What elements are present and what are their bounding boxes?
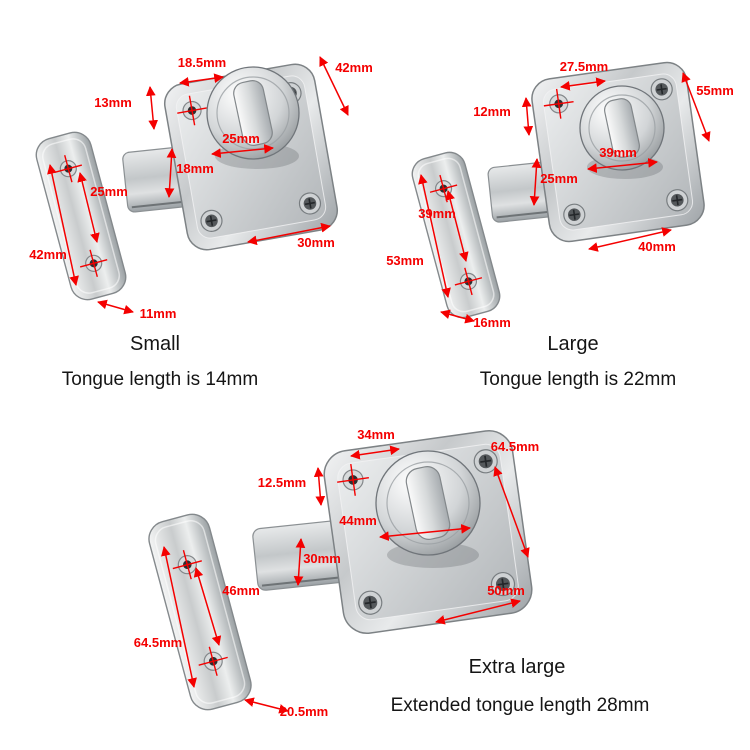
- dim-body-width: 50mm: [487, 583, 525, 598]
- phillips-screw: [666, 189, 689, 212]
- dim-arrow-screw-span: [560, 77, 606, 91]
- dim-arrow-tongue-width: [529, 158, 542, 206]
- note-extra-large: Extended tongue length 28mm: [390, 695, 650, 716]
- dim-plate-width: 16mm: [473, 315, 511, 330]
- dim-body-width: 30mm: [297, 235, 335, 250]
- dim-arrow-plate-length: [418, 174, 451, 298]
- dim-arrow-screw-span: [350, 445, 400, 460]
- strike-plate: [35, 131, 127, 301]
- dim-screw-offset: 12.5mm: [258, 475, 306, 490]
- thumb-turn-knob: [375, 450, 481, 568]
- dim-screw-span: 18.5mm: [178, 55, 226, 70]
- dim-arrow-screw-span: [179, 73, 224, 87]
- note-large: Tongue length is 22mm: [479, 369, 677, 390]
- dim-knob-width: 39mm: [599, 145, 637, 160]
- figure-extra-large: 34mm 64.5mm 12.5mm 44mm 30mm 46mm 50mm 6…: [134, 427, 539, 719]
- dim-arrow-body-height: [319, 56, 349, 116]
- phillips-screw: [298, 192, 322, 215]
- dim-arrow-body-width: [247, 222, 331, 246]
- screw-hole-datum: [177, 95, 207, 126]
- phillips-screw: [473, 449, 498, 474]
- dim-arrow-knob-width: [587, 158, 658, 173]
- dim-plate-length: 64.5mm: [134, 635, 182, 650]
- dim-arrow-plate-width: [244, 697, 289, 714]
- dim-plate-hole-span: 39mm: [418, 206, 456, 221]
- dim-arrow-plate-hole-span: [445, 190, 469, 262]
- strike-plate: [148, 513, 252, 711]
- dim-tongue-width: 30mm: [303, 551, 341, 566]
- dim-arrow-body-width: [435, 598, 521, 625]
- dim-arrow-body-height: [493, 466, 530, 558]
- dim-body-width: 40mm: [638, 239, 676, 254]
- plate-hole-bottom: [79, 249, 108, 278]
- dim-body-height: 42mm: [335, 60, 373, 75]
- dim-tongue-width: 18mm: [176, 161, 214, 176]
- dim-arrow-plate-length: [47, 164, 79, 286]
- plate-hole-bottom: [454, 267, 483, 296]
- dim-screw-span: 34mm: [357, 427, 395, 442]
- dim-knob-width: 44mm: [339, 513, 377, 528]
- dim-arrow-screw-offset: [145, 86, 159, 130]
- figure-large: 27.5mm 55mm 12mm 39mm 25mm 39mm 40mm 53m…: [386, 59, 734, 330]
- dim-arrow-plate-width: [440, 309, 475, 324]
- dimensions-large: 27.5mm 55mm 12mm 39mm 25mm 39mm 40mm 53m…: [386, 59, 734, 330]
- caption-large: Large: [547, 333, 599, 355]
- dim-plate-hole-span: 46mm: [222, 583, 260, 598]
- dim-screw-offset: 13mm: [94, 95, 132, 110]
- dim-plate-hole-span: 25mm: [90, 184, 128, 199]
- dim-arrow-body-width: [588, 227, 672, 252]
- caption-extra-large: Extra large: [468, 656, 566, 678]
- dim-knob-width: 25mm: [222, 131, 260, 146]
- dim-arrow-screw-offset: [521, 97, 534, 136]
- figure-small: 18.5mm 42mm 13mm 25mm 18mm 25mm 30mm 42m…: [29, 55, 373, 321]
- dimensions-extra-large: 34mm 64.5mm 12.5mm 44mm 30mm 46mm 50mm 6…: [134, 427, 539, 719]
- dim-arrow-body-height: [681, 72, 711, 142]
- dim-plate-length: 53mm: [386, 253, 424, 268]
- phillips-screw: [490, 571, 516, 597]
- dim-plate-width: 11mm: [140, 306, 177, 321]
- dim-arrow-screw-offset: [313, 467, 326, 506]
- dim-screw-span: 27.5mm: [560, 59, 608, 74]
- dim-arrow-tongue-width: [164, 148, 177, 198]
- dim-tongue-width: 25mm: [540, 171, 578, 186]
- dim-arrow-plate-hole-span: [193, 567, 222, 646]
- phillips-screw: [358, 590, 383, 615]
- caption-small: Small: [129, 333, 180, 355]
- note-small: Tongue length is 14mm: [61, 369, 259, 390]
- plate-hole-bottom: [198, 646, 228, 676]
- dim-arrow-knob-width: [379, 524, 471, 541]
- dim-body-height: 64.5mm: [491, 439, 539, 454]
- dim-screw-offset: 12mm: [473, 104, 511, 119]
- dim-plate-width: 20.5mm: [280, 704, 328, 719]
- dim-arrow-plate-hole-span: [77, 172, 100, 243]
- dim-body-height: 55mm: [696, 83, 734, 98]
- dim-arrow-plate-width: [97, 299, 134, 315]
- dim-arrow-plate-length: [161, 546, 197, 688]
- phillips-screw: [563, 203, 586, 226]
- dim-arrow-tongue-width: [293, 538, 306, 586]
- dim-arrow-knob-width: [211, 144, 274, 158]
- screw-hole-datum: [337, 463, 369, 496]
- dimensions-small: 18.5mm 42mm 13mm 25mm 18mm 25mm 30mm 42m…: [29, 55, 373, 321]
- dim-plate-length: 42mm: [29, 247, 67, 262]
- phillips-screw: [650, 78, 673, 101]
- screw-hole-datum: [543, 88, 574, 119]
- phillips-screw: [200, 209, 223, 232]
